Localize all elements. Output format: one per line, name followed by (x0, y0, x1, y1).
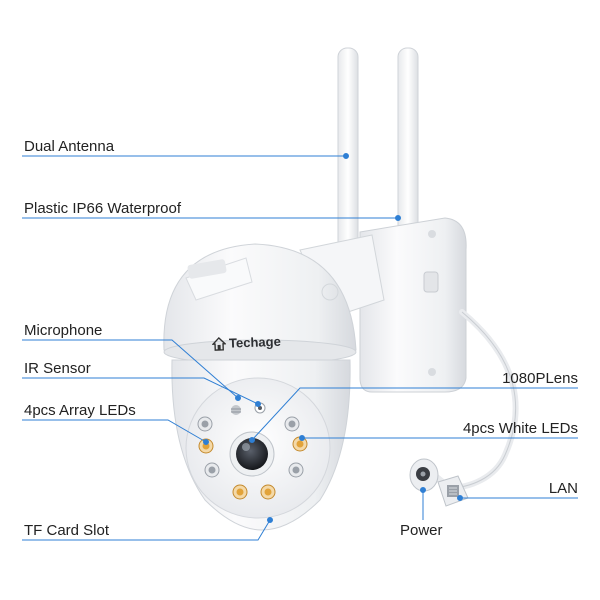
white-led-bottom (232, 484, 276, 500)
leader-lines (22, 153, 578, 541)
leader-lens (251, 387, 578, 441)
power-connector (409, 458, 439, 492)
leader-microphone (22, 339, 239, 399)
lan-connector (437, 475, 469, 507)
label-dual-antenna: Dual Antenna (24, 138, 115, 155)
array-led-left (197, 416, 220, 478)
label-white-leds: 4pcs White LEDs (462, 420, 578, 437)
label-waterproof: Plastic IP66 Waterproof (24, 200, 182, 217)
label-tf-card: TF Card Slot (24, 522, 110, 539)
camera-lens (229, 431, 275, 477)
label-ir-sensor: IR Sensor (24, 360, 91, 377)
label-lens: 1080PLens (502, 370, 578, 387)
brand-logo: Techage (211, 333, 282, 351)
label-power: Power (400, 522, 443, 539)
label-array-leds: 4pcs Array LEDs (24, 402, 136, 419)
brand-name: Techage (228, 333, 282, 351)
label-microphone: Microphone (24, 322, 103, 339)
leader-array-leds (22, 419, 207, 443)
leader-ir-sensor (22, 377, 259, 405)
house-logo-icon (211, 336, 227, 351)
camera-dome (163, 243, 357, 365)
leader-tf-card (22, 519, 271, 541)
label-lan: LAN (548, 480, 578, 497)
antenna-left (337, 47, 359, 255)
